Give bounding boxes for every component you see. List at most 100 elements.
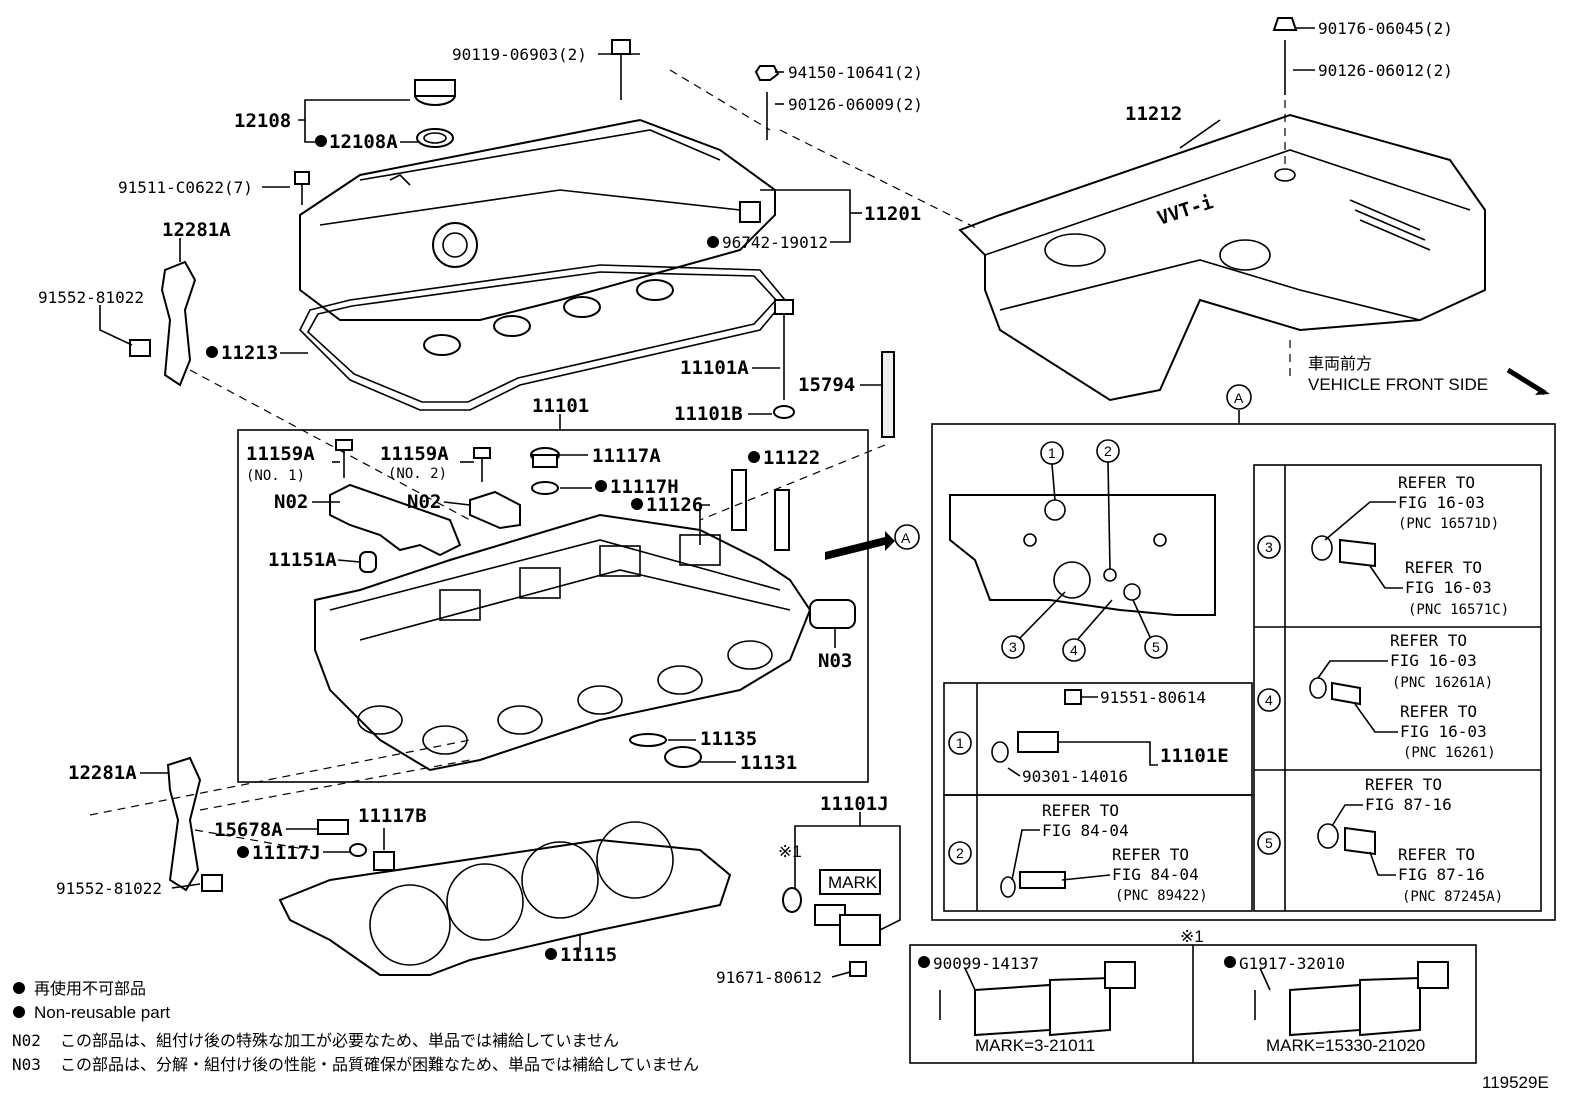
callout-90126b: 90126-06012(2) <box>1318 61 1453 80</box>
callout-91551: 91551-80614 <box>1100 688 1206 707</box>
head-gasket <box>278 821 732 976</box>
callout-star1: ※1 <box>778 842 802 861</box>
legend-jp: 再使用不可部品 <box>34 979 146 998</box>
detail-num-2: 2 <box>1104 443 1112 459</box>
detail-num-1: 1 <box>1048 445 1056 461</box>
star-right-part: G1917-32010 <box>1239 954 1345 973</box>
callout-11213: 11213 <box>221 342 278 364</box>
row5-num: 5 <box>1265 835 1273 851</box>
non-reusable-dot-icon <box>13 982 25 994</box>
row2-refer1: REFER TO <box>1042 801 1119 820</box>
row2-pnc2: (PNC 89422) <box>1115 888 1208 904</box>
row3-fig1: FIG 16-03 <box>1398 493 1485 512</box>
callout-11117H: 11117H <box>610 476 679 498</box>
vvt-oil-control-valve <box>317 819 881 977</box>
row5-pnc2: (PNC 87245A) <box>1402 889 1503 905</box>
star-box-title: ※1 <box>1180 927 1204 946</box>
callout-11151A: 11151A <box>268 549 337 571</box>
callout-11115: 11115 <box>560 944 617 966</box>
row3-refer1: REFER TO <box>1398 473 1475 492</box>
row2-num: 2 <box>956 845 964 861</box>
callout-11117J: 11117J <box>252 842 321 864</box>
callout-N03: N03 <box>818 650 852 672</box>
callout-11159A-2: 11159A <box>380 443 449 465</box>
non-reusable-dot-icon <box>1224 956 1236 968</box>
callout-11117B: 11117B <box>358 805 427 827</box>
figure-id: 119529E <box>1482 1073 1549 1092</box>
detail-num-4: 4 <box>1070 642 1078 658</box>
row5-refer1: REFER TO <box>1365 775 1442 794</box>
callout-11159A-1-sub: (NO. 1) <box>246 468 305 484</box>
star-left-mark: MARK=3-21011 <box>975 1036 1095 1055</box>
arrow-to-A-icon <box>825 531 895 560</box>
leader-lines <box>99 27 1315 978</box>
callout-91552-top: 91552-81022 <box>38 288 144 307</box>
direction-en: VEHICLE FRONT SIDE <box>1308 375 1488 394</box>
cylinder-head-cover <box>299 118 776 321</box>
row4-num: 4 <box>1265 692 1273 708</box>
non-reusable-dot-icon <box>707 236 719 248</box>
non-reusable-dot-icon <box>237 846 249 858</box>
row2-fig1: FIG 84-04 <box>1042 821 1129 840</box>
callout-15794: 15794 <box>798 374 855 396</box>
legend-n02-code: N02 <box>12 1031 41 1050</box>
small-bolts-and-plugs <box>335 439 856 768</box>
detail-A-circle-callouts: 1 2 3 4 5 <box>1001 439 1168 662</box>
row5-fig1: FIG 87-16 <box>1365 795 1452 814</box>
callout-12281A-top: 12281A <box>162 219 231 241</box>
head-bolt <box>773 299 895 438</box>
legend-n03-text: この部品は、分解・組付け後の性能・品質確保が困難なため、単品では補給していません <box>60 1055 699 1074</box>
callout-11212: 11212 <box>1125 103 1182 125</box>
callout-12108A: 12108A <box>329 131 398 153</box>
star-left-part: 90099-14137 <box>933 954 1039 973</box>
mark-box <box>819 869 881 895</box>
callout-90119: 90119-06903(2) <box>452 45 587 64</box>
direction-jp: 車両前方 <box>1308 354 1372 373</box>
row3-refer2: REFER TO <box>1405 558 1482 577</box>
ocv-valve-drawing <box>939 961 1449 1037</box>
non-reusable-dot-icon <box>631 498 643 510</box>
cover-gasket <box>299 264 787 411</box>
detail-ref-A: A <box>901 530 911 546</box>
callout-12281A-bot: 12281A <box>68 762 137 784</box>
callout-90126a: 90126-06009(2) <box>788 95 923 114</box>
callout-11131: 11131 <box>740 752 797 774</box>
row3-fig2: FIG 16-03 <box>1405 578 1492 597</box>
callout-11122: 11122 <box>763 447 820 469</box>
cover-bolt <box>294 39 780 205</box>
callout-11159A-1: 11159A <box>246 443 315 465</box>
row2-refer2: REFER TO <box>1112 845 1189 864</box>
legend-en: Non-reusable part <box>34 1003 170 1022</box>
row3-pnc1: (PNC 16571D) <box>1398 516 1499 532</box>
callout-96742: 96742-19012 <box>722 233 828 252</box>
row2-fig2: FIG 84-04 <box>1112 865 1199 884</box>
engine-cover: VVT-i <box>958 113 1486 402</box>
callout-11101: 11101 <box>532 395 589 417</box>
oil-filler-cap <box>414 79 456 148</box>
callout-11201: 11201 <box>864 203 921 225</box>
detail-num-5: 5 <box>1152 639 1160 655</box>
row5-refer2: REFER TO <box>1398 845 1475 864</box>
legend-n02-text: この部品は、組付け後の特殊な加工が必要なため、単品では補給していません <box>60 1031 619 1050</box>
non-reusable-dot-icon <box>545 948 557 960</box>
non-reusable-dot-icon <box>13 1006 25 1018</box>
engine-hanger <box>129 260 223 892</box>
row5-fig2: FIG 87-16 <box>1398 865 1485 884</box>
camshaft-bearing-cap <box>329 483 521 557</box>
detail-A-head-view <box>949 494 1216 616</box>
callout-11117A: 11117A <box>592 445 661 467</box>
row4-fig2: FIG 16-03 <box>1400 722 1487 741</box>
callout-11101J: 11101J <box>820 793 889 815</box>
callout-91671: 91671-80612 <box>716 968 822 987</box>
callout-11135: 11135 <box>700 728 757 750</box>
cylinder-head-box <box>237 429 869 783</box>
water-temp-sensor <box>991 689 1082 898</box>
row3-pnc2: (PNC 16571C) <box>1408 602 1509 618</box>
non-reusable-dot-icon <box>315 135 327 147</box>
detail-A-title: A <box>1234 390 1244 406</box>
callout-11101B: 11101B <box>674 403 743 425</box>
mark-label: MARK <box>828 873 878 892</box>
callout-94150: 94150-10641(2) <box>788 63 923 82</box>
callout-12108: 12108 <box>234 110 291 132</box>
callout-15678A: 15678A <box>214 819 283 841</box>
